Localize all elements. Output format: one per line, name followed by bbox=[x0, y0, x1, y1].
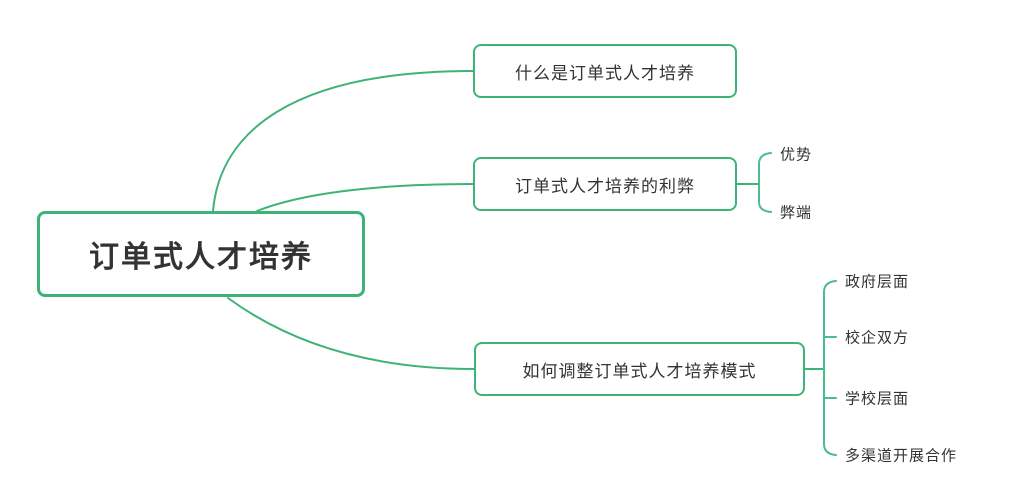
branch-node-pros-cons[interactable]: 订单式人才培养的利弊 bbox=[473, 157, 737, 211]
root-node[interactable]: 订单式人才培养 bbox=[37, 211, 365, 297]
branch-node-label: 如何调整订单式人才培养模式 bbox=[522, 361, 757, 381]
leaf-node-multi-channel[interactable]: 多渠道开展合作 bbox=[845, 447, 958, 465]
connector-root-branch1 bbox=[212, 70, 474, 212]
root-node-label: 订单式人才培养 bbox=[89, 241, 313, 274]
leaf-node-school-level[interactable]: 学校层面 bbox=[845, 390, 910, 408]
leaf-node-advantage[interactable]: 优势 bbox=[780, 146, 813, 164]
branch-node-what-is[interactable]: 什么是订单式人才培养 bbox=[473, 44, 737, 98]
connector-branch2-bracket bbox=[758, 152, 772, 213]
leaf-node-school-enterprise[interactable]: 校企双方 bbox=[845, 329, 910, 347]
connector-root-branch3 bbox=[227, 297, 475, 370]
branch-node-label: 什么是订单式人才培养 bbox=[515, 63, 695, 83]
connector-branch3-bracket bbox=[823, 280, 837, 456]
branch-node-how-to-adjust[interactable]: 如何调整订单式人才培养模式 bbox=[474, 342, 805, 396]
leaf-node-disadvantage[interactable]: 弊端 bbox=[780, 204, 813, 222]
connector-root-branch2 bbox=[256, 183, 474, 212]
leaf-node-government-level[interactable]: 政府层面 bbox=[845, 273, 910, 291]
branch-node-label: 订单式人才培养的利弊 bbox=[515, 176, 695, 196]
